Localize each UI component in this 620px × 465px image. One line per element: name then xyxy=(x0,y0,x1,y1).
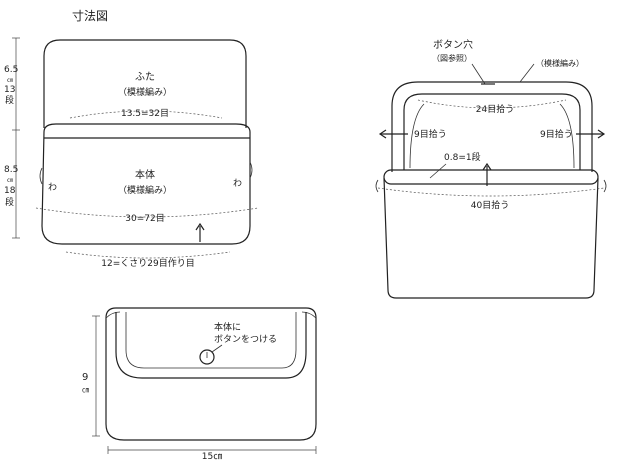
height-value: 9 xyxy=(82,372,88,383)
handle-outer xyxy=(391,81,593,172)
figure-handle-view: 40目拾う 24目拾う ボタン穴 （図参照） （模様編み） 9目拾う 9目拾う … xyxy=(375,38,607,299)
purse-corner-left xyxy=(105,311,121,319)
flap-height-value: 6.5 xyxy=(4,65,18,75)
body-height-rows-unit: 段 xyxy=(5,196,14,208)
purse-corner-right xyxy=(301,311,317,319)
body-label: 本体 xyxy=(135,168,155,181)
body-width-label: 30=72目 xyxy=(125,213,164,224)
body-height-unit: ㎝ xyxy=(7,177,13,184)
side-fold-right xyxy=(249,161,253,179)
top-pickup-label: 24目拾う xyxy=(476,103,514,115)
body-height-value: 8.5 xyxy=(4,165,18,175)
side-curve-left xyxy=(375,179,379,193)
figure-finished-purse: 9 ㎝ 本体に ボタンをつける 15㎝ xyxy=(82,307,317,462)
flap-width-label: 13.5=32目 xyxy=(121,108,169,119)
body-outline xyxy=(41,123,251,245)
handle-inner xyxy=(403,93,581,170)
handle-stitch-label: （模様編み） xyxy=(536,58,584,68)
flap-label: ふた xyxy=(135,71,155,83)
flap-outline xyxy=(43,39,247,128)
button-icon xyxy=(199,349,215,365)
bag-body-outline xyxy=(383,177,599,299)
figure-flat-layout: 6.5 ㎝ 13 段 8.5 ㎝ 18 段 ふた （模様編み） 13.5=32目… xyxy=(4,37,259,269)
button-note-line1: 本体に xyxy=(214,321,241,333)
bottom-pickup-label: 40目拾う xyxy=(471,199,509,211)
flap-width-arc xyxy=(69,110,223,119)
side-curve-right xyxy=(603,179,607,193)
purse-flap-outer xyxy=(115,312,307,379)
flap-height-rows-unit: 段 xyxy=(5,94,14,106)
pickup-arrowhead xyxy=(195,222,205,231)
width-label: 15㎝ xyxy=(202,452,222,461)
handle-contour-right xyxy=(559,103,575,169)
buttonhole-leader xyxy=(471,63,486,85)
height-unit: ㎝ xyxy=(82,386,89,394)
diagram-title: 寸法図 xyxy=(72,9,108,23)
flap-height-unit: ㎝ xyxy=(7,77,13,84)
purse-body-outline xyxy=(105,307,317,441)
bottom-pickup-arc xyxy=(377,187,605,197)
center-pickup-arrowhead xyxy=(482,162,492,171)
handle-stitch-leader xyxy=(519,63,535,83)
flap-height-rows: 13 xyxy=(4,85,15,95)
right-pickup-arrowhead xyxy=(597,129,606,139)
buttonhole-label: ボタン穴 xyxy=(433,38,473,51)
handle-height-leader xyxy=(429,163,447,179)
purse-flap-inner xyxy=(125,312,297,369)
flap-stitch-label: （模様編み） xyxy=(118,86,172,98)
body-stitch-label: （模様編み） xyxy=(118,184,172,196)
base-chain-arc xyxy=(65,251,231,259)
handle-height-label: 0.8=1段 xyxy=(444,151,481,163)
side-mark-left: わ xyxy=(48,182,57,193)
bag-top-rim xyxy=(383,169,599,185)
left-pickup-label: 9目拾う xyxy=(414,128,447,140)
side-mark-right: わ xyxy=(233,178,242,189)
side-fold-left xyxy=(39,167,43,185)
button-note-leader xyxy=(211,344,223,353)
body-height-rows: 18 xyxy=(4,186,16,196)
left-pickup-arrowhead xyxy=(378,129,387,139)
top-pickup-arc xyxy=(417,99,567,109)
button-note-line2: ボタンをつける xyxy=(214,334,277,345)
buttonhole-ref: （図参照） xyxy=(432,53,472,63)
base-chain-label: 12=くさり29目作り目 xyxy=(101,257,194,269)
right-pickup-label: 9目拾う xyxy=(540,128,573,140)
handle-contour-left xyxy=(409,103,425,169)
